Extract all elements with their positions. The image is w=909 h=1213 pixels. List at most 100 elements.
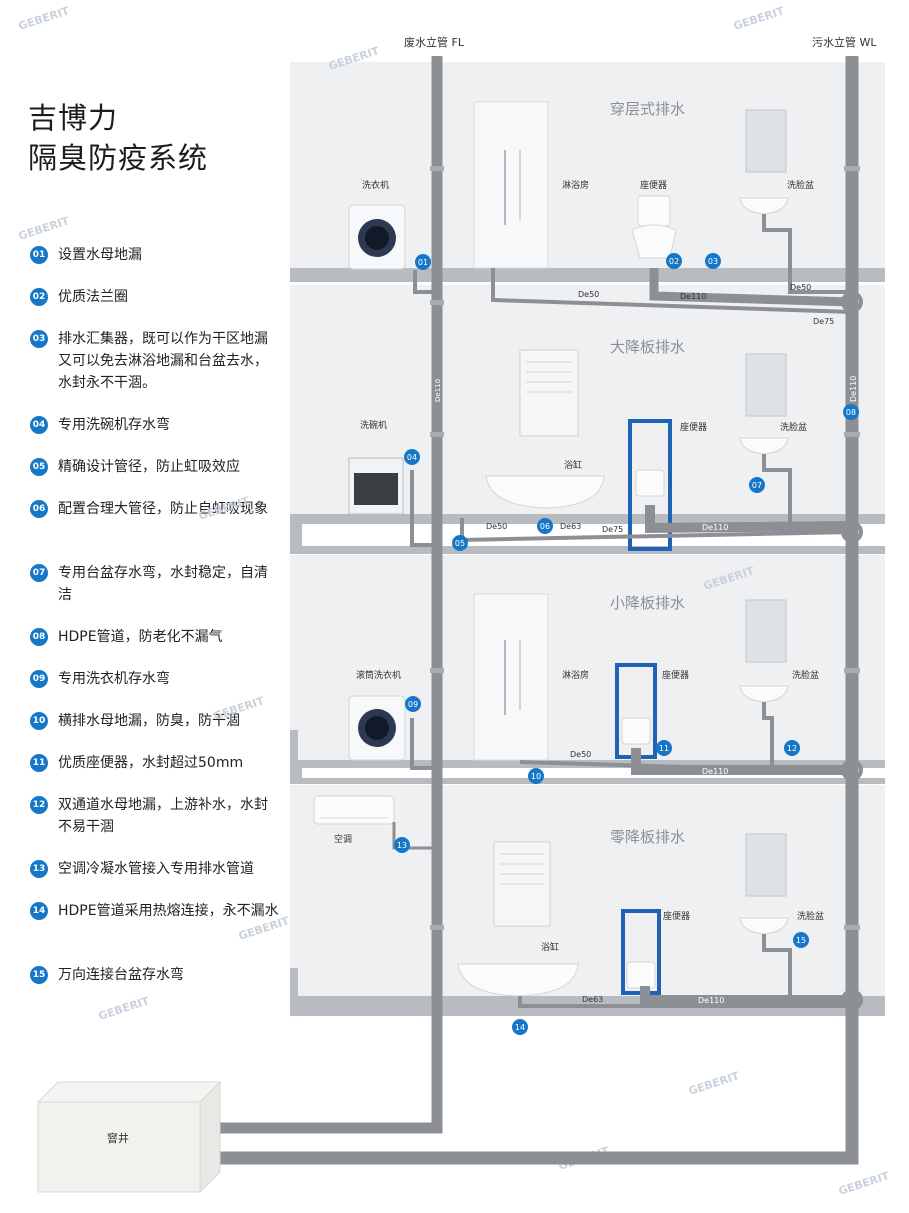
legend-text: 优质法兰圈	[58, 289, 128, 305]
pipe-label: De50	[578, 290, 599, 299]
marker-07: 07	[749, 477, 765, 493]
floor-4-title: 零降板排水	[610, 828, 685, 846]
marker-02: 02	[666, 253, 682, 269]
pipe-label: De75	[602, 525, 623, 534]
legend-item: 08 HDPE管道，防老化不漏气	[30, 626, 280, 648]
slab-4-edge	[290, 968, 298, 1016]
pipe-label: De50	[790, 283, 811, 292]
washer-label: 洗衣机	[362, 179, 389, 191]
washer-label: 滚筒洗衣机	[356, 669, 401, 681]
slab-2-top	[290, 514, 885, 524]
diagram-markers: 01 02 03 04 05 06 07 08 09 10 11 12 13 1…	[394, 253, 859, 1035]
watermark: GEBERIT	[237, 914, 291, 943]
inspection-well	[36, 1080, 222, 1194]
floor-1-de110-pipe	[649, 268, 853, 307]
basin-drain-pipe	[762, 934, 792, 1000]
window	[493, 841, 551, 927]
marker-08: 08	[843, 404, 859, 420]
legend-item: 01 设置水母地漏	[30, 244, 280, 266]
slab-3-bottom	[290, 778, 885, 784]
washbasin	[739, 685, 789, 703]
basin-label: 洗脸盆	[780, 421, 807, 433]
title-line-1: 吉博力	[28, 101, 119, 135]
page-title: 吉博力 隔臭防疫系统	[28, 98, 208, 178]
pipe-couplings	[430, 166, 860, 930]
floor-3-de110-pipe	[631, 748, 852, 775]
washing-machine	[348, 695, 406, 761]
marker-10: 10	[30, 712, 48, 730]
pipe-label: De110	[698, 996, 724, 1005]
wl-to-well-pipe	[155, 1151, 859, 1165]
legend-text: 精确设计管径，防止虹吸效应	[58, 459, 240, 475]
floor-1-title: 穿层式排水	[610, 100, 685, 118]
marker-13: 13	[394, 837, 410, 853]
marker-15: 15	[30, 966, 48, 984]
marker-11: 11	[656, 740, 672, 756]
window	[519, 349, 579, 437]
fl-to-well-pipe	[155, 1122, 443, 1134]
marker-num: 09	[408, 700, 418, 709]
marker-num: 02	[669, 257, 679, 266]
bathtub-label: 浴缸	[564, 459, 582, 471]
mirror	[745, 599, 787, 663]
legend-text: 双通道水母地漏，上游补水，水封不易干涸	[58, 797, 268, 835]
wl-size-label: De110	[849, 376, 858, 402]
marker-04: 04	[30, 416, 48, 434]
toilet-label: 座便器	[662, 669, 689, 681]
legend-item: 06 配置合理大管径，防止自虹吸现象	[30, 498, 280, 520]
marker-02: 02	[30, 288, 48, 306]
legend-text: 空调冷凝水管接入专用排水管道	[58, 861, 254, 877]
pipe-label: De63	[560, 522, 581, 531]
legend-text: 配置合理大管径，防止自虹吸现象	[58, 501, 268, 517]
watermark: GEBERIT	[732, 4, 786, 33]
washbasin	[739, 437, 789, 455]
marker-01: 01	[30, 246, 48, 264]
legend-text: 排水汇集器，既可以作为干区地漏又可以免去淋浴地漏和台盆去水，水封永不干涸。	[58, 331, 268, 391]
pipe-label: De50	[486, 522, 507, 531]
marker-07: 07	[30, 564, 48, 582]
toilet-label: 座便器	[640, 179, 667, 191]
dishwasher-label: 洗碗机	[360, 419, 387, 431]
shower-enclosure	[473, 101, 549, 269]
mirror	[745, 353, 787, 417]
marker-06: 06	[30, 500, 48, 518]
legend-item: 10 横排水母地漏，防臭，防干涸	[30, 710, 280, 732]
marker-08: 08	[30, 628, 48, 646]
marker-num: 04	[407, 453, 417, 462]
floor-1-de50-pipe	[491, 268, 853, 314]
marker-01: 01	[415, 254, 431, 270]
marker-num: 12	[787, 744, 797, 753]
toilet-frame	[628, 419, 672, 551]
marker-10: 10	[528, 768, 544, 784]
marker-num: 03	[708, 257, 718, 266]
legend-text: 设置水母地漏	[58, 247, 142, 263]
marker-num: 13	[397, 841, 407, 850]
legend-text: HDPE管道，防老化不漏气	[58, 629, 223, 645]
shower-enclosure	[473, 593, 549, 761]
washbasin	[739, 197, 789, 215]
watermark: GEBERIT	[837, 1169, 891, 1198]
dishwasher-drain-pipe	[410, 470, 437, 547]
pipe-label: De50	[570, 750, 591, 759]
marker-num: 10	[531, 772, 541, 781]
pipe-label: De110	[680, 292, 706, 301]
legend-item: 02 优质法兰圈	[30, 286, 280, 308]
marker-06: 06	[537, 518, 553, 534]
ac-condensate-pipe	[392, 822, 437, 850]
pipe-label: De75	[813, 317, 834, 326]
marker-12: 12	[784, 740, 800, 756]
basin-label: 洗脸盆	[792, 669, 819, 681]
marker-09: 09	[30, 670, 48, 688]
floor-4-de63-pipe	[518, 996, 852, 1008]
marker-03: 03	[705, 253, 721, 269]
legend-text: 横排水母地漏，防臭，防干涸	[58, 713, 240, 729]
basin-drain-pipe	[762, 454, 792, 528]
legend-text: 专用台盆存水弯，水封稳定，自清洁	[58, 565, 268, 603]
toilet-label: 座便器	[680, 421, 707, 433]
